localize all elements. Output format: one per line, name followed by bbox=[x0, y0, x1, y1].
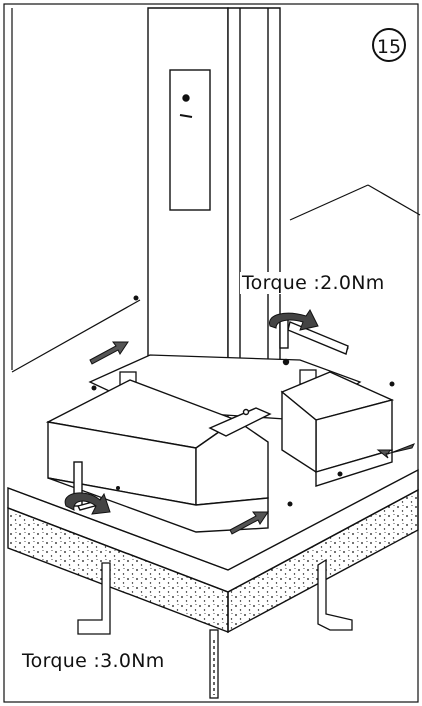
floor-edge-back bbox=[289, 184, 369, 221]
rotate-arrow-icon-lower bbox=[64, 492, 111, 515]
torque-label-lower: Torque :3.0Nm bbox=[20, 650, 167, 672]
anchor-rods bbox=[77, 558, 353, 699]
step-number-badge: 15 bbox=[372, 28, 406, 62]
label-plate bbox=[169, 69, 211, 211]
direction-arrow-icons bbox=[89, 341, 416, 535]
floor-edge-right bbox=[367, 184, 421, 216]
rotate-arrow-icon bbox=[269, 309, 319, 331]
lift-column bbox=[147, 7, 281, 422]
frame-border bbox=[3, 3, 419, 703]
wrench-icon bbox=[279, 317, 349, 366]
torque-label-upper: Torque :2.0Nm bbox=[240, 272, 387, 294]
concrete-slab bbox=[7, 468, 419, 634]
right-cover bbox=[280, 371, 395, 487]
left-cover bbox=[45, 379, 272, 533]
floor-edge-left bbox=[11, 299, 141, 373]
